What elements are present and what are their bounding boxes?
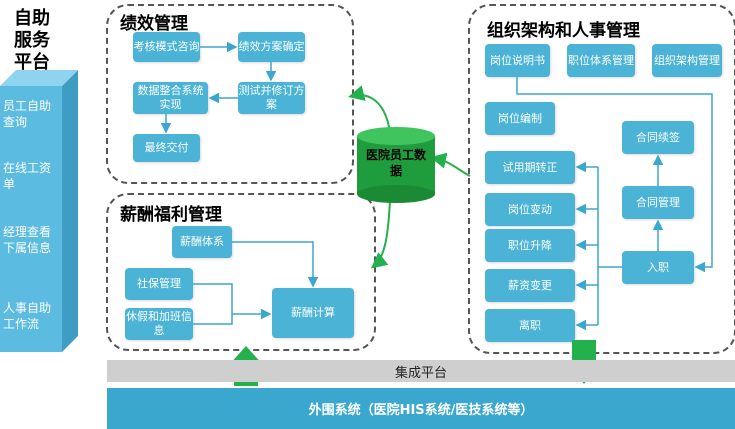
sidebar-item-payslip[interactable]: 在线工资单: [3, 161, 52, 191]
org-box-promotion[interactable]: 职位升降: [485, 229, 575, 262]
platform-title: 自助服务平台: [14, 8, 50, 73]
salary-box-calc[interactable]: 薪酬计算: [272, 288, 354, 338]
sidebar-item-hr-workflow[interactable]: 人事自助工作流: [3, 301, 52, 331]
performance-title: 绩效管理: [120, 14, 188, 34]
salary-box-system[interactable]: 薪酬体系: [172, 226, 232, 258]
sidebar-item-manager-view[interactable]: 经理查看下属信息: [3, 225, 52, 255]
org-box-job-desc[interactable]: 岗位说明书: [485, 44, 550, 77]
org-box-position-system[interactable]: 职位体系管理: [567, 44, 635, 77]
performance-box-consult[interactable]: 考核模式咨询: [133, 32, 200, 62]
org-title: 组织架构和人事管理: [487, 21, 640, 41]
sidebar-item-employee-query[interactable]: 员工自助查询: [3, 99, 52, 129]
org-box-contract-renew[interactable]: 合同续签: [622, 121, 694, 154]
org-box-org-structure[interactable]: 组织架构管理: [652, 44, 722, 77]
org-box-probation[interactable]: 试用期转正: [485, 151, 575, 184]
sidebar: 员工自助查询 在线工资单 经理查看下属信息 人事自助工作流: [0, 86, 62, 352]
database-label: 医院员工数据: [365, 148, 426, 178]
performance-box-deliver[interactable]: 最终交付: [133, 134, 200, 162]
org-box-leave[interactable]: 离职: [485, 309, 575, 342]
org-box-transfer[interactable]: 岗位变动: [485, 193, 575, 226]
org-box-onboarding[interactable]: 入职: [622, 251, 694, 284]
salary-box-leave[interactable]: 休假和加班信息: [125, 308, 193, 340]
salary-box-social[interactable]: 社保管理: [125, 268, 193, 300]
org-box-contract-manage[interactable]: 合同管理: [622, 186, 694, 219]
database-cylinder: [357, 127, 435, 203]
performance-box-test[interactable]: 测试并修订方案: [238, 82, 305, 114]
salary-title: 薪酬福利管理: [120, 205, 222, 225]
org-box-salary-change[interactable]: 薪资变更: [485, 269, 575, 302]
performance-box-plan[interactable]: 绩效方案确定: [238, 32, 305, 62]
performance-box-data[interactable]: 数据整合系统实现: [133, 82, 208, 114]
org-box-staffing[interactable]: 岗位编制: [485, 102, 555, 135]
external-systems: 外围系统（医院HIS系统/医技系统等）: [107, 388, 735, 429]
integration-platform: 集成平台: [107, 360, 735, 382]
